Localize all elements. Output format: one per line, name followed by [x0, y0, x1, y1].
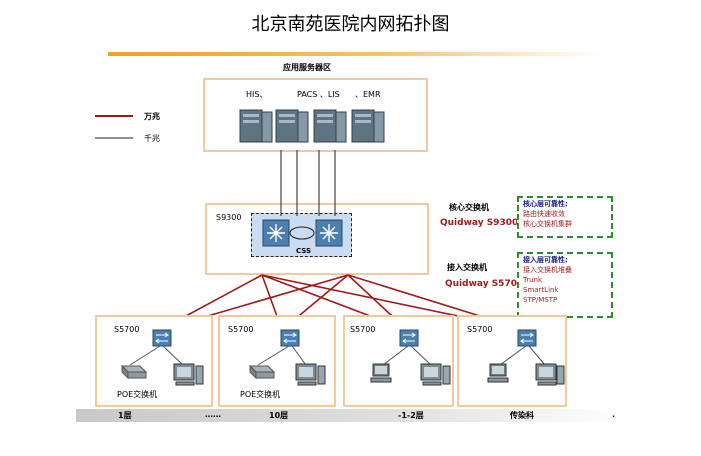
poe-switch-icon-2 [248, 364, 276, 380]
legend-10g-label: 万兆 [144, 112, 160, 121]
access-switch-label: S5700 [228, 325, 254, 334]
core-reliability-heading: 核心层可靠性: [523, 200, 568, 208]
uplink-a4-ws [528, 345, 546, 366]
uplink-a4-pc [499, 345, 527, 366]
page-title: 北京南苑医院内网拓扑图 [251, 14, 450, 35]
floor-bar [76, 409, 621, 422]
uplink-a1-ws [162, 345, 184, 366]
floor-label-1: 1层 [118, 411, 132, 420]
core-switch-title: 核心交换机 [449, 203, 489, 212]
uplink-a2-pc [257, 345, 290, 366]
core-reliability-line: 路由快速收敛 [523, 210, 565, 218]
core-reliability-line: 核心交换机集群 [523, 220, 572, 228]
server-label-his: HIS、 [246, 90, 268, 99]
access-switch-icon-2 [280, 329, 300, 347]
floor-label-basement: -1-2层 [398, 411, 424, 420]
access-zone-4 [457, 315, 567, 407]
poe-switch-label: POE交换机 [117, 390, 158, 399]
access-zone-2 [218, 315, 336, 407]
workstation-icon-3 [420, 363, 451, 386]
server-icon-1 [239, 109, 273, 143]
core-zone-label: S9300 [216, 213, 242, 222]
floor-label-10: 10层 [269, 411, 289, 420]
uplink-a2-ws [291, 345, 307, 366]
access-switch-label: S5700 [467, 325, 493, 334]
access-zone-3 [343, 315, 454, 407]
access-switch-label: S5700 [350, 325, 376, 334]
title-underline [108, 52, 603, 56]
access-reliability-line: STP/MSTP [523, 296, 558, 304]
uplink-a3-ws [410, 345, 432, 366]
floor-label-dots: …… [205, 410, 221, 419]
workstation-icon-4 [535, 363, 565, 386]
core-switch-left [262, 219, 290, 247]
access-reliability-heading: 接入层可靠性: [523, 256, 568, 264]
server-label-emr: 、EMR [355, 90, 381, 99]
core-reliability-box: 核心层可靠性: 路由快速收敛 核心交换机集群 [517, 196, 613, 238]
server-icon-4 [351, 109, 385, 143]
uplink-a3-pc [382, 345, 409, 366]
css-label: CSS [296, 247, 312, 255]
legend-1g-label: 千兆 [144, 134, 160, 143]
access-switch-icon-3 [399, 329, 419, 347]
server-icon-2 [275, 109, 309, 143]
access-switch-model: Quidway S5700 [445, 279, 524, 289]
poe-switch-label: POE交换机 [240, 390, 281, 399]
uplink-a1-pc [129, 345, 161, 366]
workstation-icon-1 [173, 363, 204, 386]
core-switch-model: Quidway S9300 [440, 218, 519, 228]
access-reliability-line: Trunk [523, 276, 543, 284]
floor-label-dot: . [612, 410, 616, 419]
access-switch-icon-1 [152, 329, 172, 347]
pc-icon-1 [370, 363, 392, 383]
server-label-pacs-lis: PACS 、LIS [297, 90, 340, 99]
css-ring [289, 226, 315, 240]
poe-switch-icon-1 [120, 364, 148, 380]
app-zone-label: 应用服务器区 [283, 63, 331, 72]
server-icon-3 [313, 109, 347, 143]
pc-icon-2 [487, 363, 509, 383]
access-reliability-line: 接入交换机堆叠 [523, 266, 572, 274]
access-switch-icon-4 [517, 329, 537, 347]
access-reliability-box: 接入层可靠性: 接入交换机堆叠 Trunk SmartLink STP/MSTP [517, 252, 613, 318]
workstation-icon-2 [295, 363, 326, 386]
floor-label-infectious: 传染科 [510, 411, 534, 420]
access-switch-title: 接入交换机 [447, 263, 487, 272]
access-switch-label: S5700 [114, 325, 140, 334]
access-reliability-line: SmartLink [523, 286, 559, 294]
core-switch-right [315, 219, 343, 247]
